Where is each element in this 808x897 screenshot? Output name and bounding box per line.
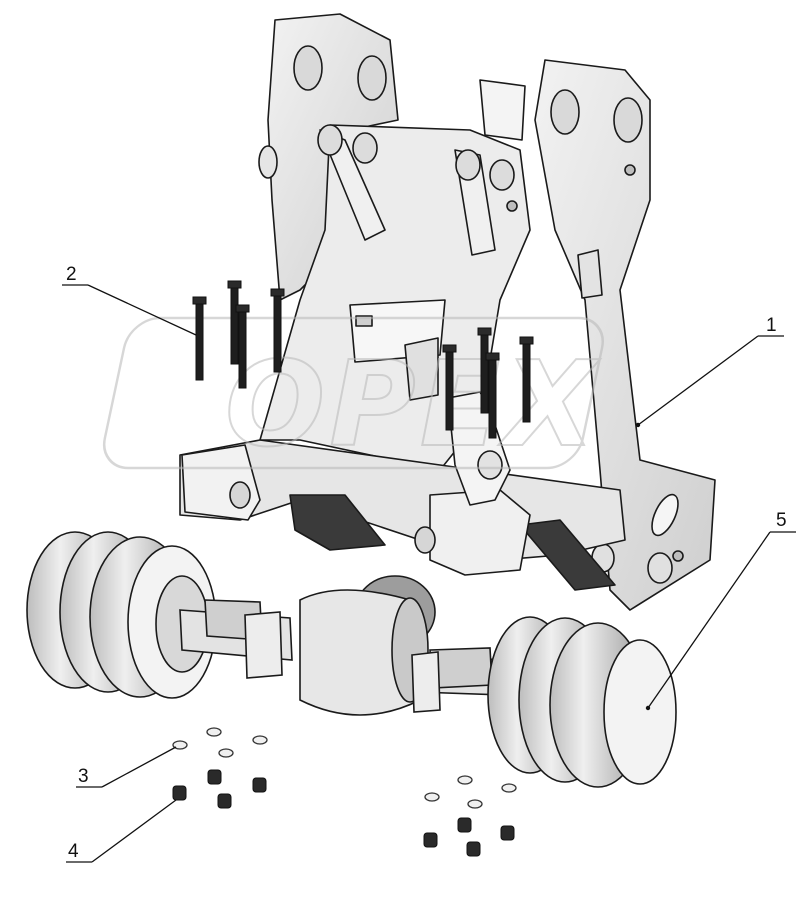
washer [172, 740, 188, 750]
frame-stud-3 [672, 550, 684, 562]
frame-stud-1 [506, 200, 518, 212]
callout-label-4: 4 [68, 841, 79, 862]
callout-label-2: 2 [66, 264, 77, 285]
callout-label-3: 3 [78, 766, 89, 787]
washer [457, 775, 473, 785]
frame-underside-left [289, 494, 386, 551]
watermark-frame [102, 316, 604, 470]
nut [457, 817, 472, 833]
frame-assembly [179, 13, 716, 611]
bolt [270, 288, 285, 373]
callout-5-leader [647, 531, 771, 709]
frame-tab [355, 315, 373, 327]
roller-assembly [26, 531, 677, 788]
frame-left-ear-hole-2 [357, 55, 387, 101]
bolt [519, 336, 534, 423]
nut [217, 793, 232, 809]
roller-right [487, 616, 677, 788]
bolt [227, 280, 242, 365]
frame-pivot-1 [317, 124, 343, 156]
bolt [235, 304, 250, 389]
nut [252, 777, 267, 793]
frame-stud-2 [624, 164, 636, 176]
frame-pivot-4 [489, 159, 515, 191]
frame-right-ear-hole-2 [613, 97, 643, 143]
frame-right-slot [651, 493, 679, 537]
frame-right-ear-hole-1 [550, 89, 580, 135]
callout-1-leader [637, 335, 759, 426]
frame-center-link-eye [477, 450, 503, 480]
shaft-right-clamp [411, 651, 441, 713]
frame-right-bore [647, 552, 673, 584]
frame-inner-slot [404, 337, 439, 401]
frame-underside-right [519, 519, 616, 591]
nuts-group [172, 769, 515, 857]
frame-center-foot-bore [414, 526, 436, 554]
washer [467, 799, 483, 809]
frame-left-ear-hole-1 [293, 45, 323, 91]
washer [501, 783, 517, 793]
callout-3-leader [101, 746, 177, 788]
callout-label-1: 1 [766, 315, 777, 336]
nut [207, 769, 222, 785]
callout-4-leader [91, 799, 177, 863]
bolt [477, 327, 492, 414]
roller-right-hub [603, 639, 677, 785]
frame-right-window [577, 249, 603, 299]
callouts [62, 284, 796, 863]
shaft-left-clamp [244, 611, 283, 679]
nut [172, 785, 187, 801]
frame-left-foot-bore [229, 481, 251, 509]
watermark-logo-text: OPEX [225, 335, 600, 473]
washer [218, 748, 234, 758]
bolt [192, 296, 207, 381]
callout-2-leader [87, 284, 197, 336]
callout-dots [635, 422, 651, 711]
washer [206, 727, 222, 737]
bolt [442, 344, 457, 431]
bolts-group [192, 280, 534, 439]
frame-left-side-boss [258, 145, 278, 179]
nut [466, 841, 481, 857]
washers-group [172, 727, 517, 809]
frame-top-bracket [479, 79, 526, 141]
watermark: OPEX [102, 316, 604, 474]
callout-labels: 1 2 3 4 5 [66, 264, 787, 862]
frame-right-upright [534, 59, 716, 611]
frame-pivot-3 [455, 149, 481, 181]
bolt [485, 352, 500, 439]
callout-label-5: 5 [776, 510, 787, 531]
nut [423, 832, 438, 848]
nut [500, 825, 515, 841]
washer [424, 792, 440, 802]
washer [252, 735, 268, 745]
frame-pivot-2 [352, 132, 378, 164]
